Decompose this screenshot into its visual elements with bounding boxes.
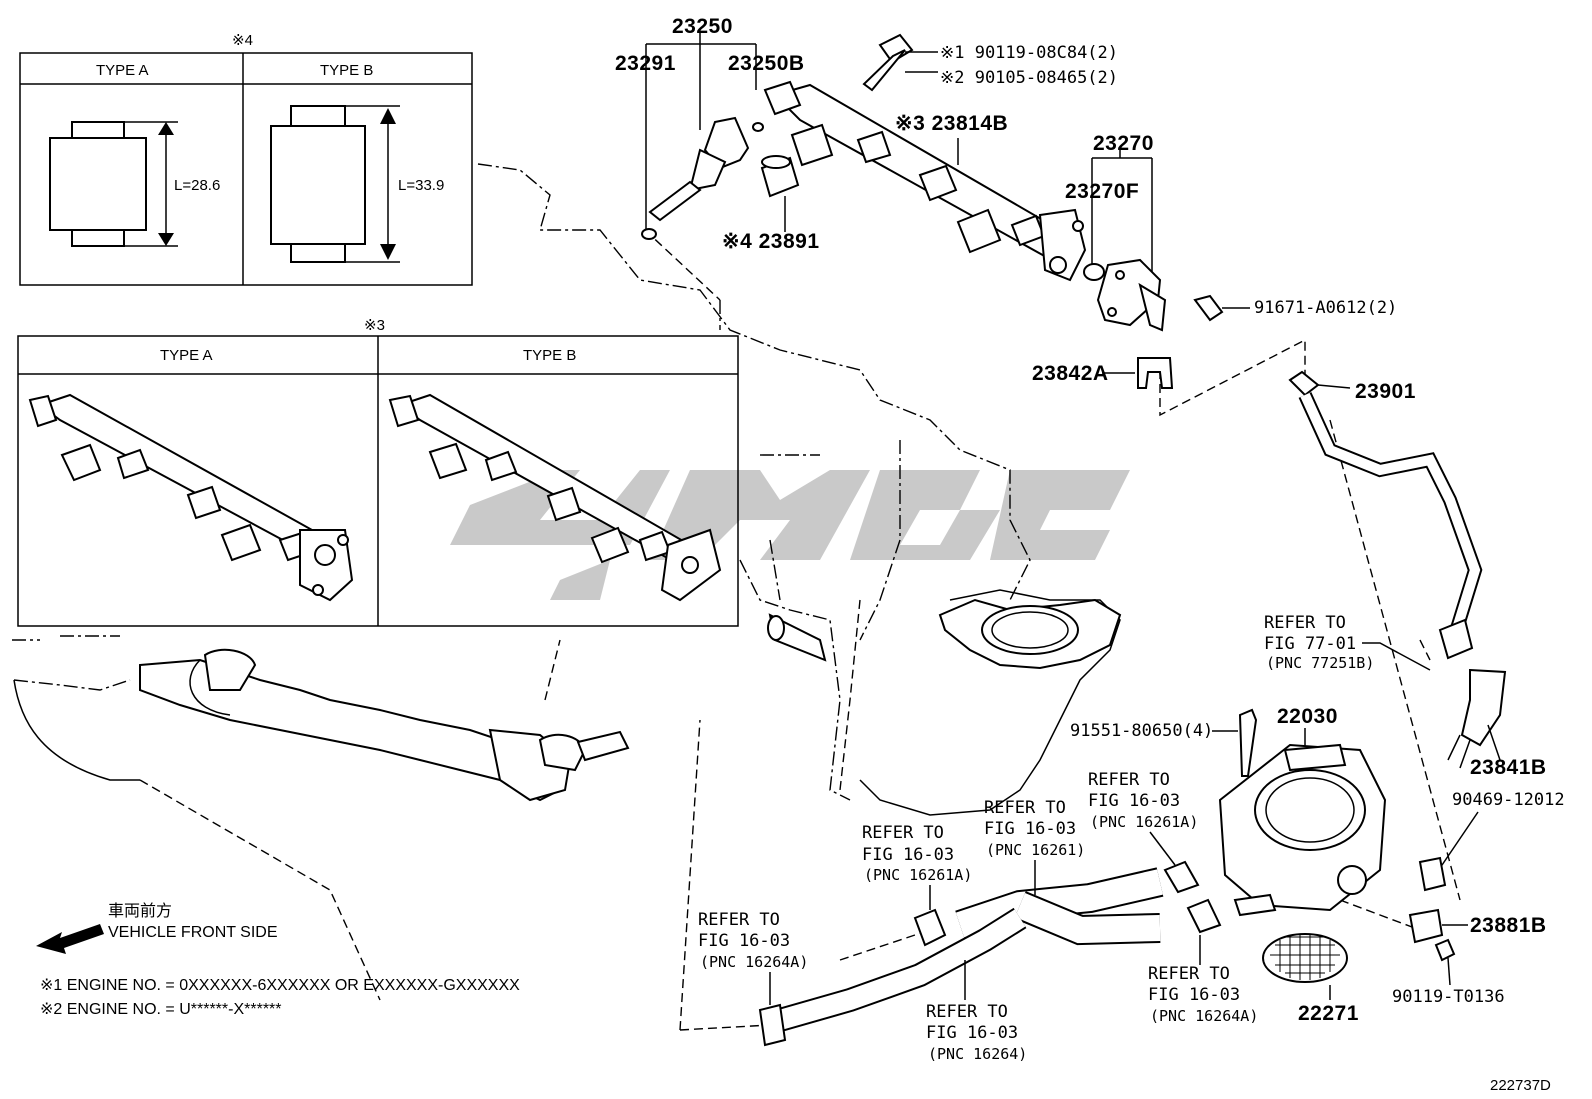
pn-23270F: 23270F: [1065, 180, 1139, 203]
fuel-rail-type-a-drawing: [28, 393, 354, 602]
length-a-label: L=28.6: [174, 177, 220, 194]
pn-23291: 23291: [615, 52, 676, 75]
pn-23841B: 23841B: [1470, 756, 1547, 779]
guide-lines: [644, 229, 1461, 1031]
table4-type-b-label: TYPE B: [320, 62, 373, 79]
pn-23901: 23901: [1355, 380, 1416, 403]
coolant-hoses: [758, 613, 1222, 1047]
refer-line2: FIG 16-03: [1148, 985, 1240, 1005]
vehicle-front-en: VEHICLE FRONT SIDE: [108, 924, 278, 941]
gasket-22271-drawing: [1262, 933, 1348, 983]
type-table-4: ※4 TYPE A TYPE B L=28.6 L=3: [19, 32, 473, 286]
footnote-2: ※2 ENGINE NO. = U******-X******: [40, 1001, 282, 1018]
pn-23250: 23250: [672, 15, 733, 38]
pn-90105-08465: ※2 90105-08465(2): [940, 68, 1118, 88]
pn-22271: 22271: [1298, 1002, 1359, 1025]
table3-type-a-label: TYPE A: [160, 347, 213, 364]
vehicle-front-indicator: 車両前方 VEHICLE FRONT SIDE: [36, 902, 278, 954]
pn-23842A: 23842A: [1032, 362, 1109, 385]
pn-23814B: ※3 23814B: [895, 112, 1008, 135]
refer-line3: (PNC 16264): [928, 1045, 1027, 1063]
footnote-1: ※1 ENGINE NO. = 0XXXXXX-6XXXXXX OR EXXXX…: [40, 977, 520, 994]
refer-note-16264A-a: REFER TO FIG 16-03 (PNC 16264A): [698, 910, 808, 1005]
pn-23881B: 23881B: [1470, 914, 1547, 937]
refer-line2: FIG 16-03: [984, 819, 1076, 839]
refer-line3: (PNC 16261A): [1090, 813, 1198, 831]
refer-line2: FIG 77-01: [1264, 634, 1356, 654]
refer-line2: FIG 16-03: [862, 845, 954, 865]
pn-90119-T0136: 90119-T0136: [1392, 987, 1505, 1007]
refer-note-16264: REFER TO FIG 16-03 (PNC 16264): [926, 960, 1027, 1063]
refer-note-16261A-a: REFER TO FIG 16-03 (PNC 16261A): [862, 823, 972, 910]
refer-note-16264A-b: REFER TO FIG 16-03 (PNC 16264A): [1148, 935, 1258, 1025]
front-arrow-icon: [36, 924, 104, 954]
refer-note-16261A-b: REFER TO FIG 16-03 (PNC 16261A): [1088, 770, 1198, 866]
fuel-rail-type-b-drawing: [388, 393, 722, 602]
refer-line2: FIG 16-03: [698, 931, 790, 951]
refer-note-16261: REFER TO FIG 16-03 (PNC 16261): [984, 798, 1085, 895]
refer-line1: REFER TO: [1264, 613, 1346, 633]
table4-marker: ※4: [232, 32, 253, 49]
refer-line3: (PNC 16264A): [1150, 1007, 1258, 1025]
pn-23250B: 23250B: [728, 52, 805, 75]
refer-note-77-01: REFER TO FIG 77-01 (PNC 77251B): [1264, 613, 1431, 672]
fuel-rail: ※1 90119-08C84(2) ※2 90105-08465(2) ※3 2…: [763, 33, 1118, 282]
pn-23891: ※4 23891: [722, 230, 820, 253]
lower-engine-area: [12, 635, 630, 1001]
type-table-3: ※3 TYPE A TYPE B: [17, 317, 739, 627]
refer-line3: (PNC 77251B): [1266, 654, 1374, 672]
refer-line1: REFER TO: [984, 798, 1066, 818]
length-b-label: L=33.9: [398, 177, 444, 194]
pn-22030: 22030: [1277, 705, 1338, 728]
throttle-body-group: 22030 91551-80650(4) 22271 23841B 90469-…: [1070, 668, 1565, 1025]
table3-marker: ※3: [364, 317, 385, 334]
figure-id: 222737D: [1490, 1077, 1551, 1094]
refer-line3: (PNC 16261): [986, 841, 1085, 859]
pn-90469-12012: 90469-12012: [1452, 790, 1565, 810]
refer-line3: (PNC 16264A): [700, 953, 808, 971]
refer-line3: (PNC 16261A): [864, 866, 972, 884]
grommet-type-b-drawing: [270, 105, 400, 263]
engine-outline: [477, 163, 1122, 816]
fuel-pipe-group: 23270 23270F 91671-A0612(2) 23842A 23901: [1032, 132, 1483, 660]
refer-line1: REFER TO: [1088, 770, 1170, 790]
vehicle-front-jp: 車両前方: [108, 902, 172, 920]
table3-type-b-label: TYPE B: [523, 347, 576, 364]
grommet-type-a-drawing: [49, 121, 178, 247]
refer-line2: FIG 16-03: [926, 1023, 1018, 1043]
pn-90119-08C84: ※1 90119-08C84(2): [940, 43, 1118, 63]
table4-type-a-label: TYPE A: [96, 62, 149, 79]
pn-91551-80650: 91551-80650(4): [1070, 721, 1213, 741]
refer-line1: REFER TO: [1148, 964, 1230, 984]
refer-line1: REFER TO: [698, 910, 780, 930]
refer-line1: REFER TO: [862, 823, 944, 843]
pn-23270: 23270: [1093, 132, 1154, 155]
pn-91671-A0612: 91671-A0612(2): [1254, 298, 1397, 318]
refer-line1: REFER TO: [926, 1002, 1008, 1022]
refer-line2: FIG 16-03: [1088, 791, 1180, 811]
injector-assembly: 23250 23291 23250B ※4 23891: [615, 15, 820, 253]
